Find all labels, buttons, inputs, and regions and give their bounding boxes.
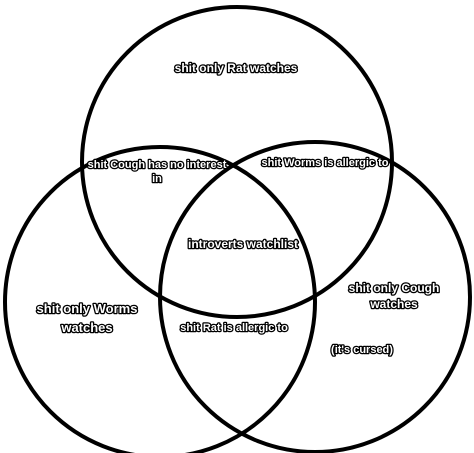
label-rat-cough-overlap: shit Worms is allergic to	[262, 157, 389, 169]
label-worms-only-line1: shit only Worms	[37, 301, 138, 316]
label-cough-only-line2: watches	[369, 297, 418, 311]
label-rat-worms-overlap-line2: in	[152, 173, 162, 185]
circle-cough	[158, 140, 472, 453]
label-worms-only-line2: watches	[60, 320, 112, 335]
label-cough-only-note: (it's cursed)	[331, 344, 393, 356]
label-center: introverts watchlist	[188, 237, 298, 251]
label-rat-worms-overlap-line1: shit Cough has no interest	[88, 159, 227, 171]
label-rat-only: shit only Rat watches	[175, 61, 298, 75]
label-worms-cough-overlap: shit Rat is allergic to	[180, 322, 288, 334]
circle-worms	[3, 145, 317, 453]
label-cough-only-line1: shit only Cough	[349, 281, 440, 295]
